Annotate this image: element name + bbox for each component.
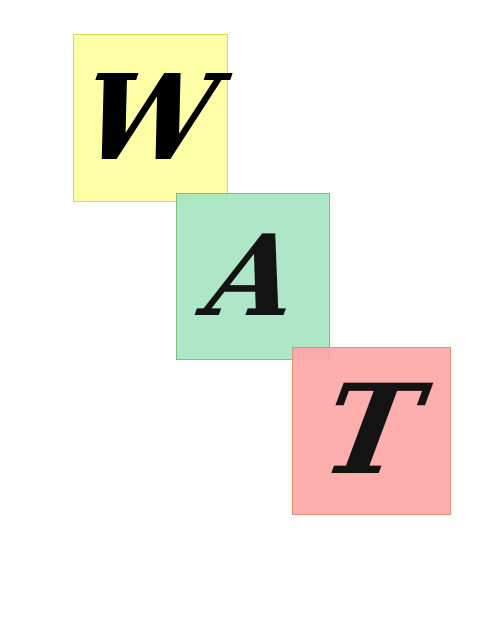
tile-w: W — [73, 34, 228, 202]
tile-t: T — [292, 347, 451, 515]
tile-t-letter: T — [312, 358, 431, 503]
tile-a: A — [176, 193, 330, 360]
tile-a-letter: A — [198, 210, 309, 342]
tile-w-letter: W — [74, 48, 227, 187]
